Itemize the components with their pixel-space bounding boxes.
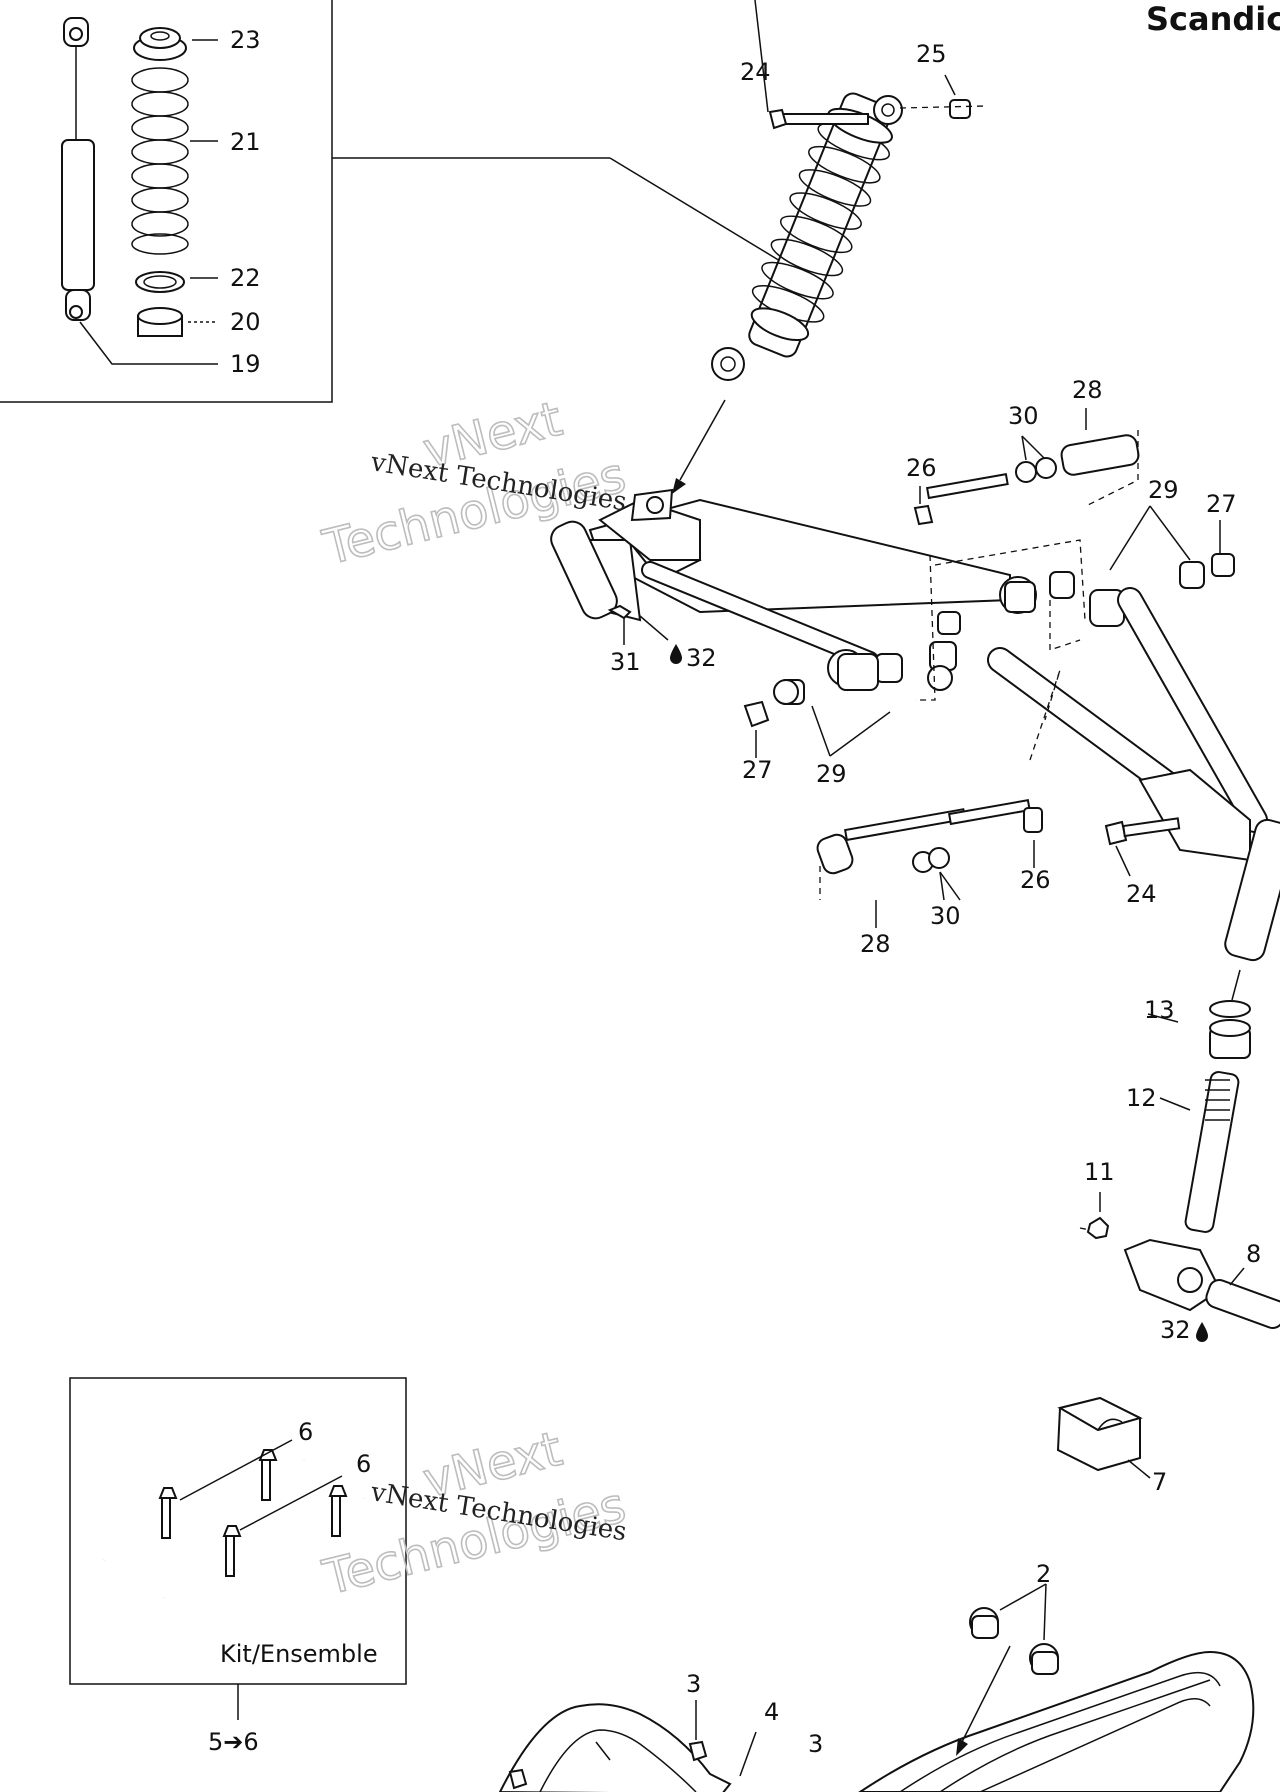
spring-ring-part-22: [135, 271, 185, 293]
spring-adjuster-part-20: [137, 307, 183, 337]
carbide-runner-2: [161, 1485, 368, 1600]
callout-24-top: 24: [740, 58, 771, 86]
shaft-assembly-lower: [816, 669, 1061, 900]
coil-spring-part-21: [131, 67, 189, 255]
ski-left-part-4: [498, 1700, 757, 1792]
callout-27-top: 27: [1206, 490, 1237, 518]
shock-absorber-part-19: [61, 17, 95, 321]
sleeve-part-8: [1205, 1267, 1280, 1330]
callout-12: 12: [1126, 1084, 1157, 1112]
callout-26-bottom: 26: [1020, 866, 1051, 894]
callout-21: 21: [230, 128, 261, 156]
nut-part-11: [1079, 1216, 1110, 1240]
callout-30-bottom: 30: [930, 902, 961, 930]
bushing-parts-2: [956, 1583, 1059, 1756]
spindle-bushing-part-13: [1209, 1000, 1251, 1059]
shaft-assembly-upper: [913, 430, 1140, 701]
callout-6-b: 6: [356, 1450, 371, 1478]
kit-label: Kit/Ensemble: [220, 1640, 378, 1668]
callout-28-top: 28: [1072, 376, 1103, 404]
callout-25: 25: [916, 40, 947, 68]
callout-22: 22: [230, 264, 261, 292]
callout-19: 19: [230, 350, 261, 378]
callout-26-top: 26: [906, 454, 937, 482]
callout-24-bottom: 24: [1126, 880, 1157, 908]
callout-labels: 28 30 26 29 27 31 32 27 29 26 24 30 28 1…: [610, 376, 1261, 1758]
callout-29-top: 29: [1148, 476, 1179, 504]
kit-inset: 6 6 Kit/Ensemble 5➔6: [69, 1377, 407, 1756]
lower-a-arm: [987, 587, 1280, 962]
bushings-upper: [875, 571, 1075, 683]
shock-assembly: 24 25: [672, 0, 986, 494]
watermark-bottom: vNext Technologies vNext Technologies: [317, 1420, 632, 1607]
callout-3-b: 3: [808, 1730, 823, 1758]
callout-32-b: 32: [1160, 1316, 1191, 1344]
grease-fitting-part-31: [607, 604, 632, 645]
callout-30-top: 30: [1008, 402, 1039, 430]
ski-right-part-1: [858, 1650, 1255, 1792]
callout-20: 20: [230, 308, 261, 336]
callout-8: 8: [1246, 1240, 1261, 1268]
callout-23: 23: [230, 26, 261, 54]
callout-7: 7: [1152, 1468, 1167, 1496]
diagram-title: Scandic: [1146, 0, 1280, 38]
callout-31: 31: [610, 648, 641, 676]
callout-3-a: 3: [686, 1670, 701, 1698]
bolt-part-24-lower: [1104, 817, 1181, 846]
callout-6-a: 6: [298, 1418, 313, 1446]
callout-32-a: 32: [686, 644, 717, 672]
carbide-runner-1: [101, 1449, 308, 1562]
callout-29-bottom: 29: [816, 760, 847, 788]
shock-detail-inset: 23 21 22 20 19: [0, 0, 796, 403]
kit-range-label: 5➔6: [208, 1728, 259, 1756]
rubber-block-part-7: [1056, 1396, 1151, 1479]
spring-cap-part-23: [133, 27, 187, 61]
callout-28-bottom: 28: [860, 930, 891, 958]
callout-4: 4: [764, 1698, 779, 1726]
grease-drop-icon: [670, 644, 1208, 1342]
callout-27-bottom: 27: [742, 756, 773, 784]
spindle-part-12: [1123, 1071, 1240, 1312]
callout-11: 11: [1084, 1158, 1115, 1186]
callout-13: 13: [1144, 996, 1175, 1024]
callout-2: 2: [1036, 1560, 1051, 1588]
